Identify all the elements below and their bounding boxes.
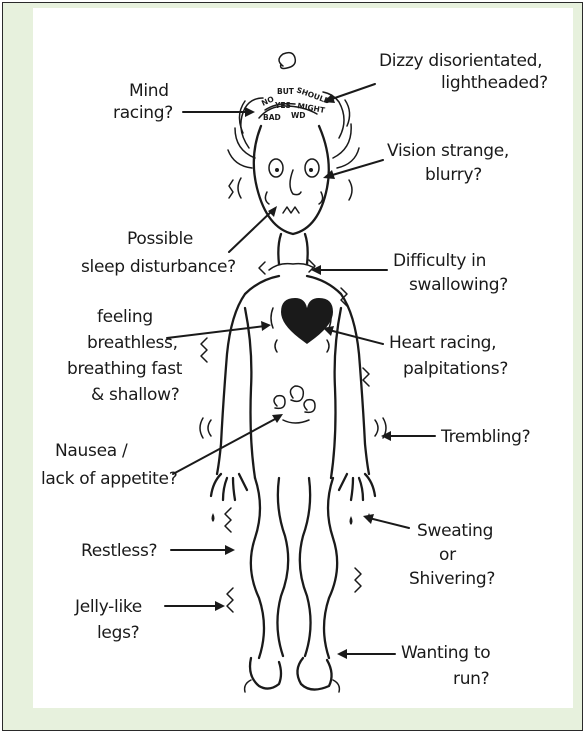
label-sleep: Possible sleep disturbance?: [81, 206, 277, 277]
thought-word-wd: WD: [291, 111, 306, 120]
anxiety-symptoms-diagram: NO BUT SHOULD YES MIGHT WD BAD Mind raci…: [33, 8, 573, 708]
svg-text:Nausea /: Nausea /: [55, 441, 128, 461]
label-nausea: Nausea / lack of appetite?: [41, 414, 283, 489]
svg-text:racing?: racing?: [113, 103, 173, 123]
thought-word-but: BUT: [277, 87, 295, 96]
svg-text:Dizzy disorientated,: Dizzy disorientated,: [379, 51, 542, 71]
label-wanting-to-run: Wanting to run?: [337, 643, 490, 689]
legs: [251, 478, 337, 658]
neck: [278, 234, 307, 264]
messy-hair: [228, 92, 359, 168]
label-mind-racing: Mind racing?: [113, 81, 255, 123]
svg-text:Jelly-like: Jelly-like: [74, 597, 142, 617]
svg-text:Wanting to: Wanting to: [401, 643, 490, 663]
svg-text:run?: run?: [453, 669, 489, 689]
svg-text:Vision strange,: Vision strange,: [387, 141, 509, 161]
svg-text:palpitations?: palpitations?: [403, 359, 508, 379]
label-vision: Vision strange, blurry?: [323, 141, 509, 185]
svg-text:lack of appetite?: lack of appetite?: [41, 469, 177, 489]
svg-text:swallowing?: swallowing?: [409, 275, 508, 295]
label-jelly-legs: Jelly-like legs?: [74, 597, 225, 643]
svg-text:Heart racing,: Heart racing,: [389, 333, 496, 353]
label-heart-racing: Heart racing, palpitations?: [323, 326, 508, 379]
label-breathless: feeling breathless, breathing fast & sha…: [67, 307, 271, 405]
svg-text:Possible: Possible: [127, 229, 193, 249]
svg-text:Trembling?: Trembling?: [440, 427, 530, 447]
svg-text:& shallow?: & shallow?: [91, 385, 179, 405]
left-foot: [250, 658, 281, 689]
svg-text:Mind: Mind: [129, 81, 169, 101]
nose: [290, 170, 301, 195]
svg-text:Restless?: Restless?: [81, 541, 157, 561]
svg-text:Sweating: Sweating: [417, 521, 493, 541]
left-eye-icon: [269, 159, 283, 177]
svg-text:legs?: legs?: [97, 623, 139, 643]
svg-text:Shivering?: Shivering?: [409, 569, 495, 589]
head-thoughts: NO BUT SHOULD YES MIGHT WD BAD: [260, 85, 331, 122]
label-sweating: Sweating or Shivering?: [363, 514, 495, 589]
label-restless: Restless?: [81, 541, 235, 561]
dizzy-swirl-icon: [279, 53, 295, 69]
right-eye-icon: [305, 159, 319, 177]
svg-text:feeling: feeling: [97, 307, 153, 327]
svg-text:blurry?: blurry?: [425, 165, 482, 185]
person-figure: [200, 53, 386, 692]
svg-text:Difficulty in: Difficulty in: [393, 251, 486, 271]
right-foot: [297, 658, 331, 690]
mouth-icon: [283, 207, 299, 213]
label-dizzy: Dizzy disorientated, lightheaded?: [323, 51, 548, 103]
svg-text:breathing fast: breathing fast: [67, 359, 183, 379]
svg-text:sleep disturbance?: sleep disturbance?: [81, 257, 236, 277]
left-hand: [211, 474, 247, 500]
thought-word-yes: YES: [274, 101, 291, 110]
heart-icon: [281, 298, 333, 344]
label-trembling: Trembling?: [381, 427, 530, 447]
svg-text:breathless,: breathless,: [87, 333, 178, 353]
svg-text:lightheaded?: lightheaded?: [441, 73, 548, 93]
thought-word-bad: BAD: [263, 113, 281, 122]
right-pupil: [309, 168, 313, 172]
left-pupil: [275, 168, 279, 172]
svg-text:or: or: [439, 545, 456, 565]
right-hand: [339, 474, 375, 500]
illustration-sheet: NO BUT SHOULD YES MIGHT WD BAD Mind raci…: [33, 8, 573, 708]
